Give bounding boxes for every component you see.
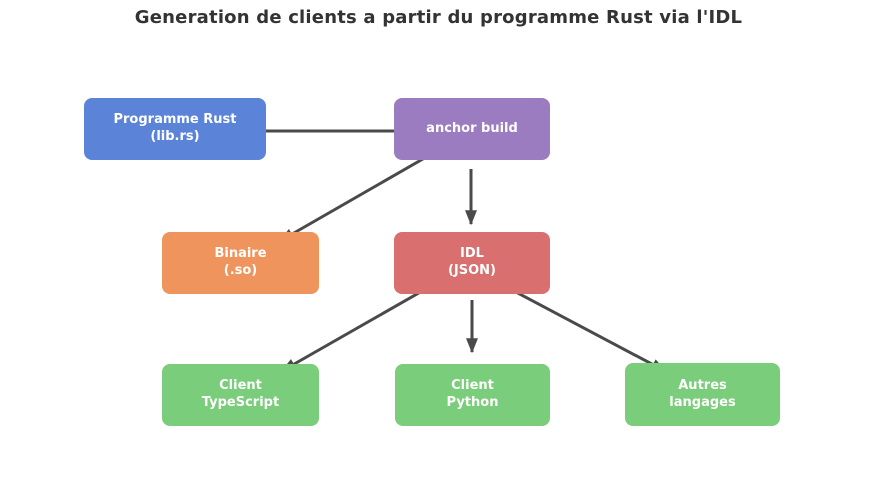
arrow-idl-to-client-typescript [280, 280, 439, 373]
node-label-line: Binaire [214, 246, 267, 262]
node-anchor-build: anchor build [394, 98, 550, 160]
node-programme-rust: Programme Rust (lib.rs) [84, 98, 266, 160]
node-label-line: Programme Rust [113, 112, 237, 128]
arrow-idl-to-autres-langages [496, 280, 667, 373]
node-label-line: Client [219, 378, 262, 394]
node-label-line: (lib.rs) [150, 129, 200, 144]
node-label-line: (.so) [223, 263, 258, 278]
node-label-line: Autres [678, 377, 727, 393]
node-label-line: TypeScript [201, 395, 280, 410]
node-binaire-so: Binaire (.so) [162, 232, 319, 294]
node-label-line: IDL [460, 246, 484, 262]
node-idl-json: IDL (JSON) [394, 232, 550, 294]
node-label-line: Python [446, 395, 499, 410]
node-label-line: Client [451, 378, 494, 394]
node-label-line: langages [669, 394, 736, 410]
node-label-line: (JSON) [447, 263, 496, 278]
node-label-line: anchor build [426, 120, 518, 136]
arrow-anchor-build-to-binaire [278, 146, 443, 243]
node-client-python: Client Python [395, 364, 550, 426]
diagram-title: Generation de clients a partir du progra… [134, 7, 743, 28]
node-autres-langages: Autres langages [625, 363, 780, 426]
node-client-typescript: Client TypeScript [162, 364, 319, 426]
